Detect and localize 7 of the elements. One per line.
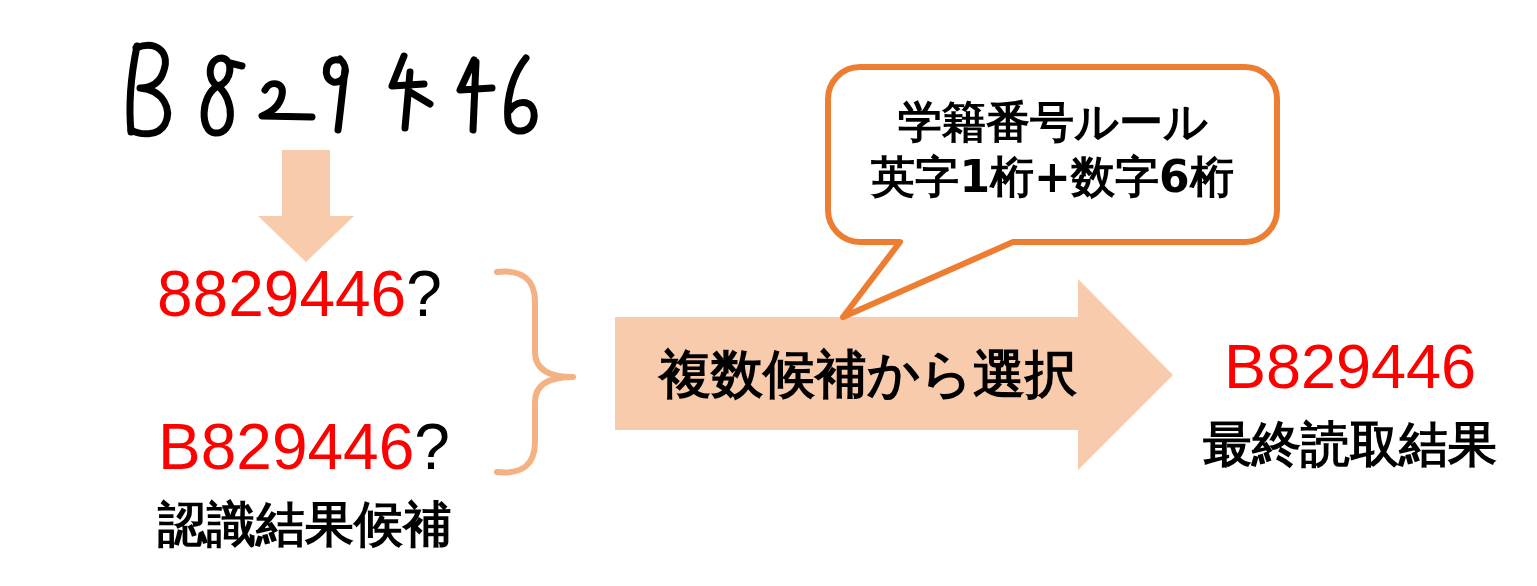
callout-heading: 学籍番号ルール <box>897 95 1208 149</box>
candidates-label: 認識結果候補 <box>158 497 452 554</box>
arrow <box>258 150 354 262</box>
arrow-label: 複数候補から選択 <box>659 345 1077 405</box>
result-label: 最終読取結果 <box>1203 417 1497 474</box>
callout-text: 英字1桁+数字6桁 <box>871 150 1234 204</box>
result-number: B829446 <box>1223 335 1477 398</box>
